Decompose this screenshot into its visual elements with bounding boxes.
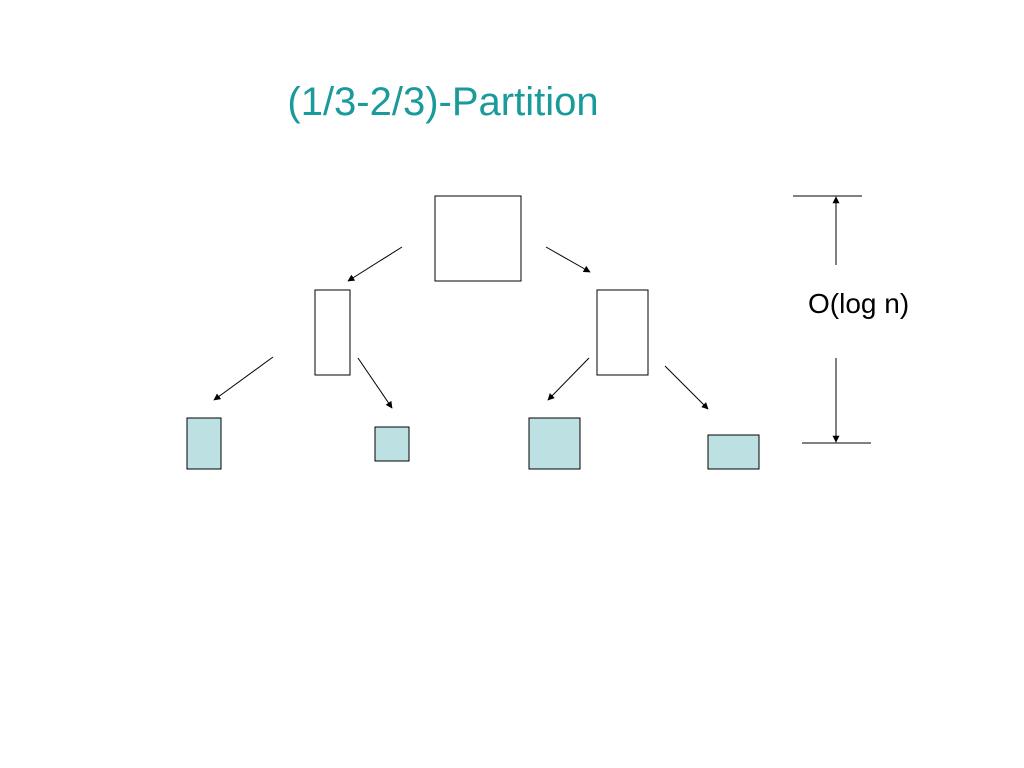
leaf-node-2 [374, 426, 410, 462]
right-child-node [596, 289, 649, 376]
edge-root-to-left [347, 246, 403, 282]
left-child-node [314, 289, 351, 376]
root-node [434, 195, 522, 282]
edge-right-to-leaf-4 [664, 365, 709, 410]
edge-right-to-leaf-3 [547, 357, 590, 401]
leaf-node-4 [707, 434, 760, 470]
slide-title: (1/3-2/3)-Partition [287, 80, 599, 124]
edge-root-to-right [545, 246, 591, 273]
leaf-node-3 [528, 417, 581, 470]
edge-left-to-leaf-2 [357, 357, 393, 409]
leaf-node-1 [186, 417, 222, 470]
edge-left-to-leaf-1 [213, 356, 274, 401]
height-complexity-label: O(log n) [808, 288, 910, 319]
